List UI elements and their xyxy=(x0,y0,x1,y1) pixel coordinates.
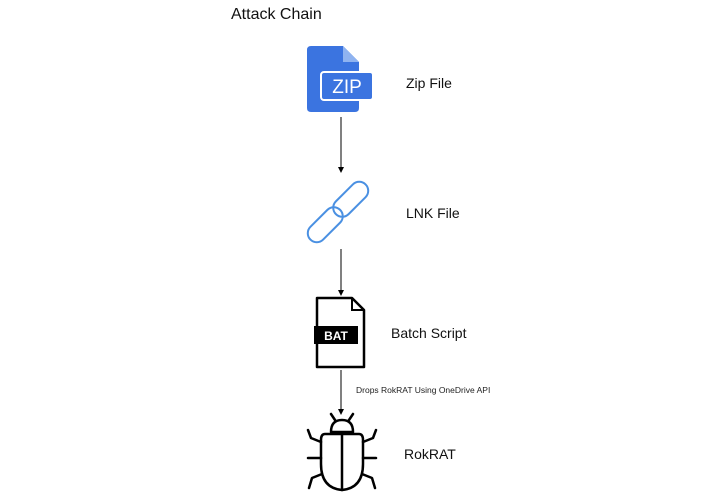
zip-icon-text: ZIP xyxy=(332,77,362,98)
bat-icon-text: BAT xyxy=(324,329,348,343)
node-label-zip: Zip File xyxy=(406,75,452,91)
chain-link-icon xyxy=(306,180,370,244)
node-label-lnk: LNK File xyxy=(406,205,460,221)
node-label-rokrat: RokRAT xyxy=(404,446,456,462)
edge-label-bat-to-rokrat: Drops RokRAT Using OneDrive API xyxy=(356,385,491,395)
bat-file-icon: BAT xyxy=(314,296,366,369)
zip-file-icon: ZIP xyxy=(307,46,374,112)
node-label-bat: Batch Script xyxy=(391,325,467,341)
diagram-title: Attack Chain xyxy=(231,6,322,23)
bug-icon xyxy=(306,412,378,492)
